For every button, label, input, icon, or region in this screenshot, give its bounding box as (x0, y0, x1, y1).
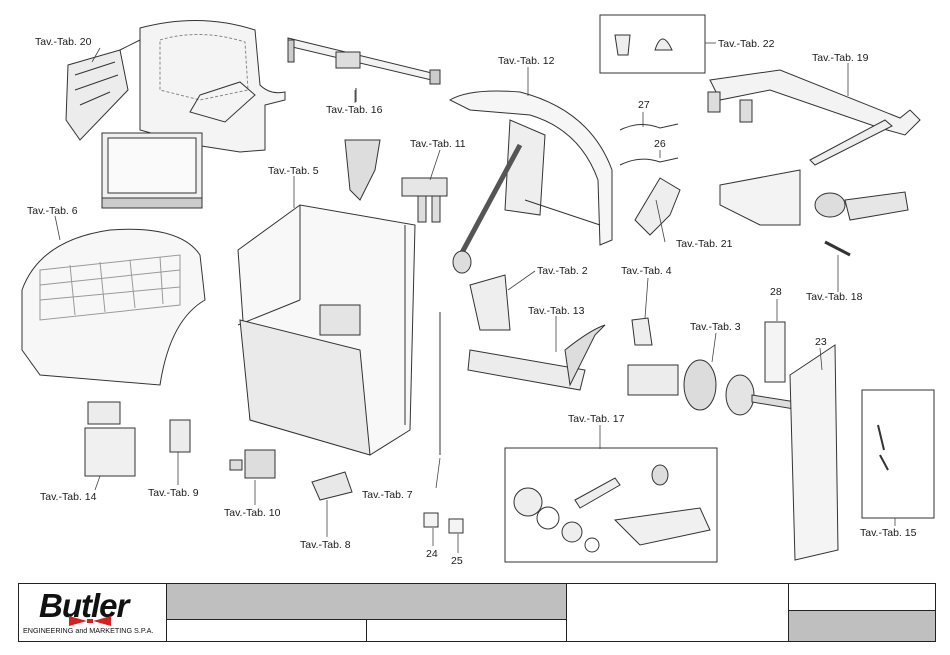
tab4-part (631, 317, 653, 346)
title-cell-right-top (788, 584, 935, 610)
label-tab-4: Tav.-Tab. 4 (621, 265, 672, 277)
logo-wordmark: Butler (39, 587, 129, 624)
tab15-parts (877, 424, 889, 471)
label-tab-13: Tav.-Tab. 13 (528, 305, 585, 317)
cabinet-frame-part (237, 139, 416, 456)
measuring-arm-part (707, 69, 921, 166)
tab22-parts (614, 34, 673, 56)
exploded-parts-diagram (21, 14, 935, 563)
cables-part (619, 123, 679, 166)
title-cell-right-bottom (788, 610, 935, 641)
title-cell-bottom-a (166, 619, 366, 641)
label-tab-11: Tav.-Tab. 11 (410, 138, 466, 150)
label-part-27: 27 (638, 99, 650, 111)
label-tab-20: Tav.-Tab. 20 (35, 36, 92, 48)
leader-lines (54, 42, 896, 553)
butler-logo: Butler ENGINEERING and MARKETING S.P.A. (19, 584, 166, 641)
label-tab-8: Tav.-Tab. 8 (300, 539, 351, 551)
logo-bowtie-icon (69, 616, 111, 626)
label-tab-22: Tav.-Tab. 22 (718, 38, 775, 50)
label-tab-2: Tav.-Tab. 2 (537, 265, 588, 277)
monitor-part (101, 132, 203, 209)
shaft-assembly-part (627, 359, 816, 416)
label-tab-10: Tav.-Tab. 10 (224, 507, 281, 519)
part-24 (423, 512, 439, 528)
label-part-28: 28 (770, 286, 782, 298)
title-cell-bottom-b (366, 619, 566, 641)
label-tab-15: Tav.-Tab. 15 (860, 527, 917, 539)
tab13-part (467, 324, 606, 391)
hood-cover-part (65, 19, 286, 153)
label-tab-18: Tav.-Tab. 18 (806, 291, 863, 303)
label-tab-5: Tav.-Tab. 5 (268, 165, 319, 177)
label-tab-19: Tav.-Tab. 19 (812, 52, 869, 64)
wheel-guard-part (448, 90, 613, 274)
label-part-26: 26 (654, 138, 666, 150)
pneumatic-valves-part (401, 177, 448, 223)
side-panel-part (789, 344, 839, 561)
label-tab-14: Tav.-Tab. 14 (40, 491, 97, 503)
title-block: Butler ENGINEERING and MARKETING S.P.A. (18, 583, 936, 642)
label-part-23: 23 (815, 336, 827, 348)
tab9-part (169, 419, 191, 453)
part-25 (448, 518, 464, 534)
label-tab-3: Tav.-Tab. 3 (690, 321, 741, 333)
label-tab-21: Tav.-Tab. 21 (676, 238, 733, 250)
accessory-tray-part (21, 228, 206, 386)
label-tab-7: Tav.-Tab. 7 (362, 489, 413, 501)
tab22-box (599, 14, 706, 74)
label-part-25: 25 (451, 555, 463, 567)
tab10-part (229, 449, 276, 479)
title-cell-top-left (166, 584, 566, 619)
tab15-box (861, 389, 935, 519)
electronic-board-part (84, 401, 136, 477)
label-tab-9: Tav.-Tab. 9 (148, 487, 199, 499)
tab17-parts (513, 464, 711, 553)
tab2-part (469, 274, 511, 331)
pedal-part (311, 471, 353, 501)
sonar-assembly-part (719, 169, 909, 257)
label-tab-16: Tav.-Tab. 16 (326, 104, 383, 116)
part-28 (764, 321, 786, 383)
label-tab-12: Tav.-Tab. 12 (498, 55, 555, 67)
label-tab-6: Tav.-Tab. 6 (27, 205, 78, 217)
logo-subtitle: ENGINEERING and MARKETING S.P.A. (23, 626, 154, 635)
label-part-24: 24 (426, 548, 438, 560)
top-rail-part (287, 37, 441, 102)
label-tab-17: Tav.-Tab. 17 (568, 413, 625, 425)
title-cell-middle (566, 584, 788, 641)
